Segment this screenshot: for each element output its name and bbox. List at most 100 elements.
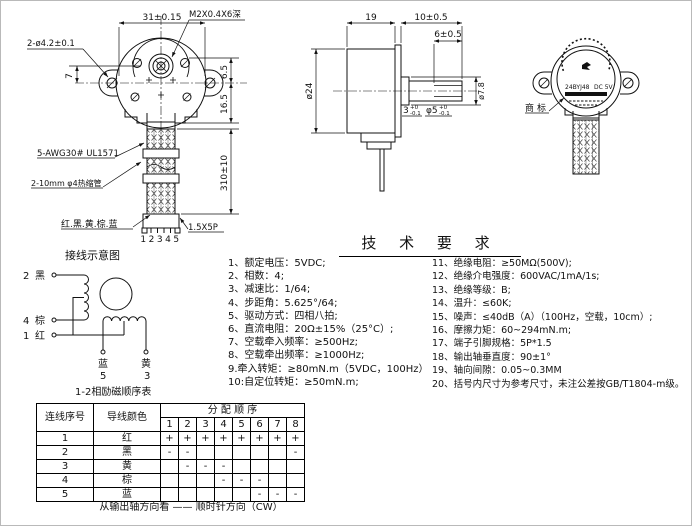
- table-footnote: 从输出轴方向看 —— 顺时针方向（CW）: [99, 502, 283, 513]
- step-cell: -: [232, 473, 251, 488]
- step-cell: -: [214, 473, 233, 488]
- shaft-tol-dn: -0.1: [439, 111, 450, 117]
- step-cell: [232, 445, 251, 460]
- step-cell: [178, 473, 197, 488]
- step-cell: -: [160, 445, 179, 460]
- step-cell: -: [286, 487, 305, 502]
- brand-logo-icon: [582, 62, 591, 70]
- dim-boss-diameter-label: ø7.8: [477, 82, 486, 100]
- motor-side-outline: [333, 44, 477, 192]
- step-cell: [286, 459, 305, 474]
- flats-tol-up: +0: [410, 105, 419, 111]
- wire-color-cell: 红: [93, 431, 161, 446]
- rear-view-drawing: 24BYJ48 DC 5V 商标: [525, 38, 640, 175]
- terminal-5-color: 蓝: [98, 358, 108, 370]
- terminal-1-num: 1: [23, 331, 29, 342]
- tech-item: 18、输出轴垂直度：90±1°: [432, 351, 551, 363]
- step-cell: [250, 459, 269, 474]
- step-cell: +: [214, 431, 233, 446]
- step-cell: +: [232, 431, 251, 446]
- dim-shaft-length-label: 10±0.5: [414, 13, 447, 23]
- step-cell: [268, 445, 287, 460]
- tech-item: 6、直流电阻：20Ω±15%（25°C）;: [228, 324, 394, 336]
- step-cell: [196, 473, 215, 488]
- wire-number-cell: 1: [36, 431, 94, 446]
- trademark-label: 商标: [525, 102, 549, 114]
- wire-colors-label: 红.黑.黄.棕.蓝: [61, 218, 117, 230]
- wire-spec-label: 5-AWG30# UL1571: [37, 149, 119, 159]
- dim-16-5-label: 16.5: [220, 94, 230, 114]
- step-cell: -: [178, 445, 197, 460]
- step-cell: +: [286, 431, 305, 446]
- step-cell: -: [286, 445, 305, 460]
- dim-width-label: 31±0.15: [142, 13, 181, 23]
- wire-number-cell: 4: [36, 473, 94, 488]
- sequence-table-caption: 1-2相励磁顺序表: [75, 385, 151, 398]
- step-cell: -: [214, 459, 233, 474]
- step-cell: [250, 445, 269, 460]
- terminal-2-color: 黑: [35, 270, 45, 282]
- step-cell: +: [196, 431, 215, 446]
- sticker-voltage-text: DC 5V: [594, 84, 614, 91]
- step-cell: -: [250, 487, 269, 502]
- tech-item: 17、端子引脚规格：5P*1.5: [432, 338, 552, 350]
- col-header-sequence: 分 配 顺 序: [160, 403, 305, 418]
- flats-tol-dn: -0.1: [410, 111, 421, 117]
- step-cell: [268, 459, 287, 474]
- tech-item: 5、驱动方式：四相八拍;: [228, 310, 338, 322]
- dim-offset-label: 7: [65, 73, 75, 79]
- tech-item: 15、噪声：≤40dB（A）（100Hz，空载，10cm）;: [432, 311, 653, 323]
- step-cell: -: [250, 473, 269, 488]
- dim-across-flats-label: 3: [403, 106, 409, 116]
- step-cell: +: [268, 431, 287, 446]
- step-cell: -: [178, 459, 197, 474]
- connector-type-label: 1.5X5P: [188, 223, 218, 233]
- dim-6-5-label: 6.5: [220, 65, 230, 79]
- dim-shaft-diameter-label: φ5: [426, 106, 438, 116]
- tech-item: 7、空载牵入频率：≥500Hz;: [228, 337, 358, 349]
- wire-color-cell: 黑: [93, 445, 161, 460]
- step-cell: [286, 473, 305, 488]
- motor-front-outline: [75, 16, 247, 149]
- motor-rear-outline: [532, 45, 640, 120]
- terminal-1-color: 红: [35, 329, 45, 342]
- trademark-sticker: 24BYJ48 DC 5V: [556, 38, 616, 109]
- tech-item: 16、摩擦力矩：60~294mN.m;: [432, 325, 572, 337]
- terminal-4-color: 棕: [35, 314, 45, 327]
- step-cell: +: [160, 431, 179, 446]
- step-cell: [160, 473, 179, 488]
- step-cell: [214, 445, 233, 460]
- tech-item: 11、绝缘电阻：≥50MΩ(500V);: [432, 258, 572, 269]
- tech-list-left: 1、额定电压：5VDC;2、相数：4;3、减速比：1/64;4、步距角：5.62…: [228, 257, 429, 389]
- terminal-4-num: 4: [23, 316, 29, 327]
- step-cell: [268, 473, 287, 488]
- wire-color-cell: 黄: [93, 459, 161, 474]
- tech-item: 9.牵入转矩：≥80mN.m（5VDC，100Hz）: [228, 363, 429, 375]
- sleeve-label: 2-10mm φ4热缩管: [31, 178, 102, 188]
- col-header-wire-color: 导线颜色: [93, 403, 161, 432]
- tech-item: 19、轴向间隙：0.05~0.3MM: [432, 365, 562, 377]
- sticker-model-text: 24BYJ48: [565, 84, 590, 91]
- step-cell: +: [250, 431, 269, 446]
- side-view-drawing: 19 10±0.5 6±0.5 ø24 ø7.8 3 +0 -0.1 φ5 +0…: [305, 13, 486, 192]
- tech-requirements-title: 技 术 要 求: [339, 232, 521, 257]
- wire-number-cell: 2: [36, 445, 94, 460]
- dim-body-diameter-label: ø24: [305, 82, 315, 99]
- dim-depth-label: 19: [365, 13, 377, 23]
- thread-spec-label: M2X0.4X6深: [189, 10, 241, 20]
- step-cell: [160, 459, 179, 474]
- step-header-cell: 2: [178, 417, 197, 432]
- step-header-cell: 8: [286, 417, 305, 432]
- tech-item: 13、绝缘等级：B;: [432, 284, 511, 296]
- terminal-3-num: 3: [144, 371, 150, 382]
- tech-item: 3、减速比：1/64;: [228, 284, 311, 296]
- col-header-wire-number: 连线序号: [36, 403, 94, 432]
- step-cell: [232, 459, 251, 474]
- tech-item: 1、额定电压：5VDC;: [228, 258, 326, 269]
- step-cell: [196, 445, 215, 460]
